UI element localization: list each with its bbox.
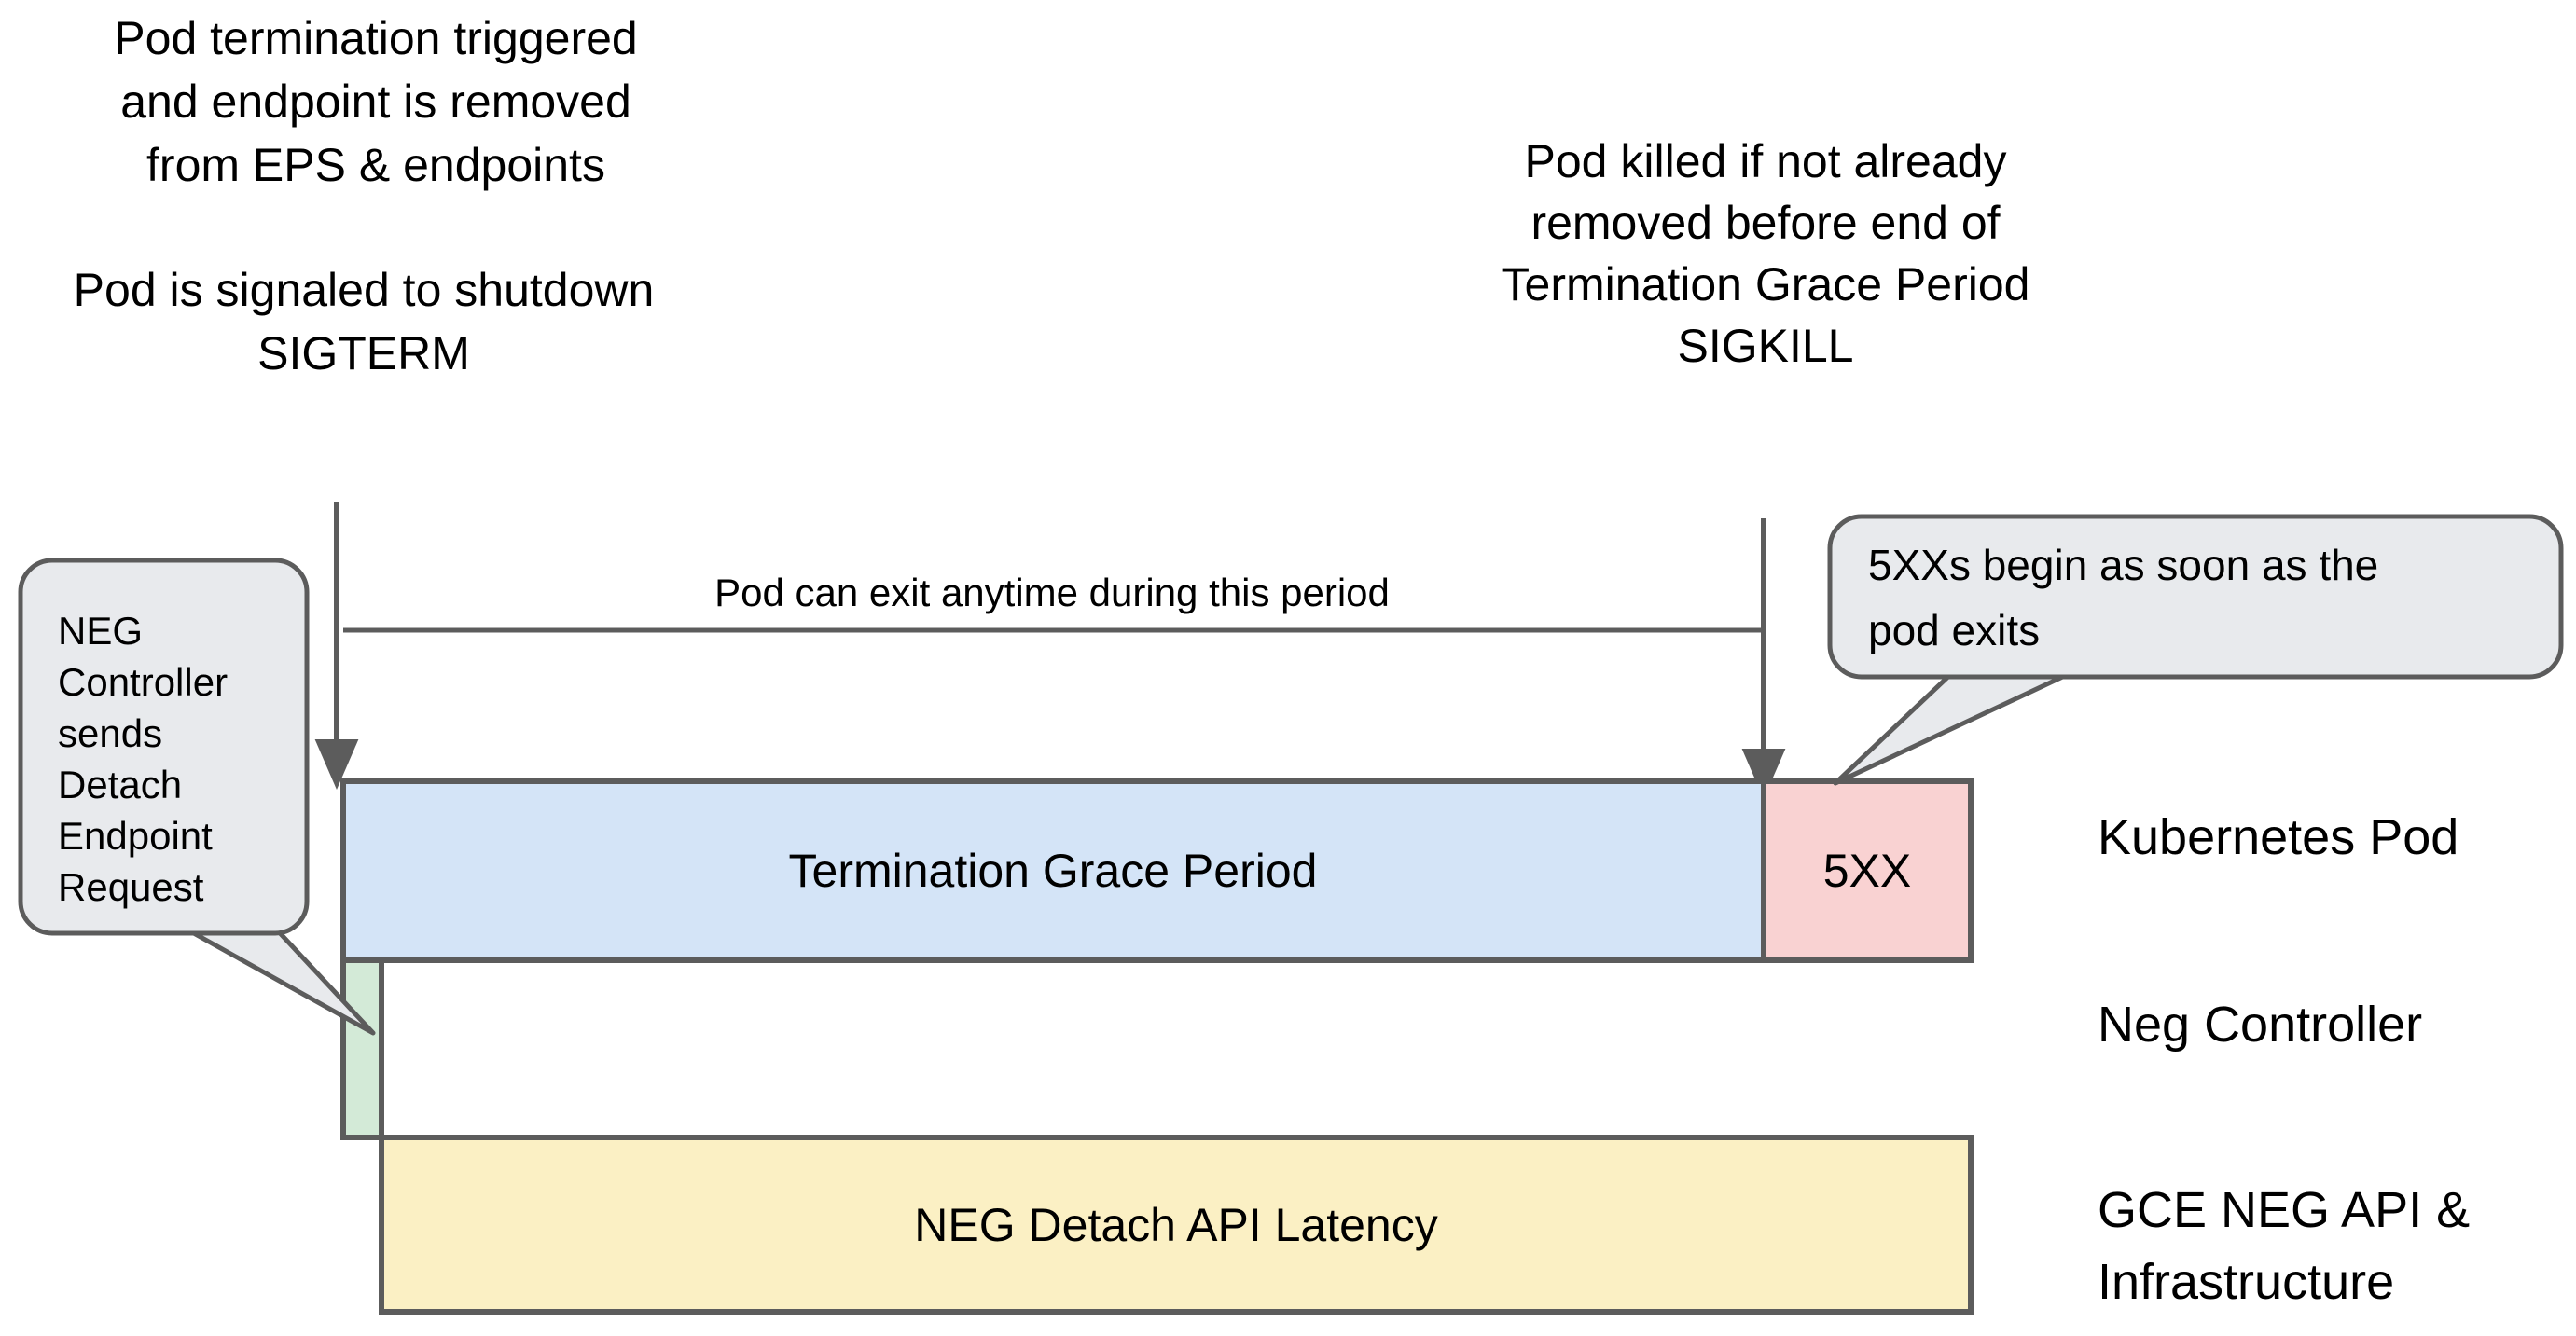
- left-note-line-4: Pod is signaled to shutdown: [74, 264, 655, 316]
- neg-controller-rect[interactable]: [340, 957, 384, 1140]
- lane-labels: Kubernetes Pod Neg Controller GCE NEG AP…: [2098, 809, 2470, 1310]
- pod-exit-span-label: Pod can exit anytime during this period: [714, 571, 1390, 614]
- five-xx-bar[interactable]: 5XX: [1761, 778, 1974, 963]
- termination-grace-period-label: Termination Grace Period: [789, 845, 1318, 897]
- five-xx-callout-line-2: pod exits: [1868, 606, 2040, 654]
- left-note-block: Pod termination triggered and endpoint i…: [74, 12, 655, 379]
- right-note-line-4: SIGKILL: [1678, 320, 1854, 372]
- neg-controller-callout-body[interactable]: [18, 558, 310, 936]
- neg-detach-api-latency-bar[interactable]: NEG Detach API Latency: [379, 1135, 1974, 1315]
- termination-grace-period-bar[interactable]: Termination Grace Period: [340, 778, 1766, 963]
- left-note-line-3: from EPS & endpoints: [146, 139, 605, 191]
- right-note-block: Pod killed if not already removed before…: [1502, 135, 2030, 372]
- lane-neg-controller-label: Neg Controller: [2098, 997, 2422, 1053]
- neg-detach-api-latency-rect[interactable]: [379, 1135, 1974, 1315]
- neg-detach-api-latency-label: NEG Detach API Latency: [914, 1199, 1437, 1251]
- termination-grace-period-rect[interactable]: [340, 778, 1766, 963]
- neg-controller-callout-line-2: Controller: [58, 660, 228, 704]
- neg-controller-callout[interactable]: NEG Controller sends Detach Endpoint Req…: [18, 558, 376, 1036]
- neg-controller-callout-line-5: Endpoint: [58, 814, 213, 858]
- five-xx-label: 5XX: [1823, 845, 1912, 897]
- five-xx-callout[interactable]: 5XXs begin as soon as the pod exits: [1827, 514, 2564, 786]
- left-note-line-2: and endpoint is removed: [120, 76, 631, 128]
- right-note-line-1: Pod killed if not already: [1525, 135, 2007, 187]
- neg-controller-bar[interactable]: [340, 957, 384, 1140]
- neg-controller-callout-line-1: NEG: [58, 609, 143, 653]
- right-note-line-2: removed before end of: [1530, 197, 2000, 249]
- pod-exit-span: Pod can exit anytime during this period: [343, 571, 1761, 633]
- left-note-line-1: Pod termination triggered: [114, 12, 637, 64]
- lane-gce-neg-api-label-line-2: Infrastructure: [2098, 1254, 2394, 1310]
- lane-gce-neg-api-label-line-1: GCE NEG API &: [2098, 1182, 2470, 1238]
- left-note-line-5: SIGTERM: [257, 327, 470, 379]
- five-xx-rect[interactable]: [1761, 778, 1974, 963]
- lane-kubernetes-pod-label: Kubernetes Pod: [2098, 809, 2458, 865]
- neg-controller-callout-line-3: sends: [58, 711, 162, 755]
- five-xx-callout-tail: [1833, 668, 2073, 786]
- right-note-line-3: Termination Grace Period: [1502, 258, 2030, 310]
- neg-controller-callout-line-4: Detach: [58, 763, 182, 806]
- five-xx-callout-body[interactable]: [1827, 514, 2564, 680]
- five-xx-callout-line-1: 5XXs begin as soon as the: [1868, 541, 2378, 589]
- neg-controller-callout-line-6: Request: [58, 865, 204, 909]
